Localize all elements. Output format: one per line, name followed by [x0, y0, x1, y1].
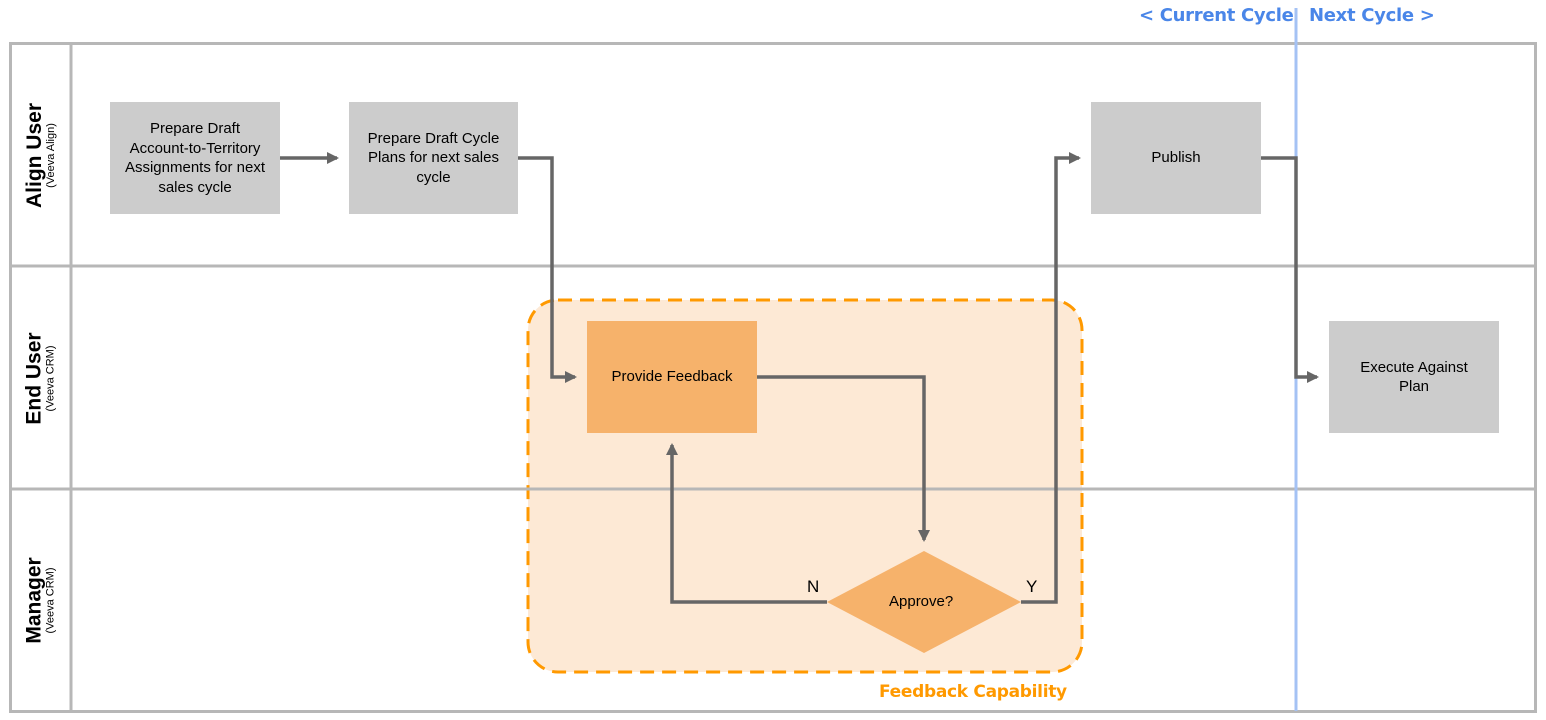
connector-publish-to-execute	[1261, 156, 1319, 383]
lane-label-manager: Manager (Veeva CRM)	[10, 491, 71, 710]
lane-role: Manager	[23, 557, 47, 644]
step-publish: Publish	[1091, 102, 1261, 214]
step-draft-cycle-plans: Prepare Draft Cycle Plans for next sales…	[349, 102, 518, 214]
feedback-capability-label: Feedback Capability	[879, 682, 1067, 702]
lane-role: Align User	[23, 102, 46, 208]
lane-system: (Veeva CRM)	[45, 567, 58, 634]
no-branch-label: N	[807, 577, 820, 596]
connector-approve-no	[666, 443, 827, 604]
step-provide-feedback: Provide Feedback	[587, 321, 757, 433]
approve-decision-label: Approve?	[889, 593, 954, 610]
lane-system: (Veeva Align)	[45, 122, 57, 188]
approve-decision-diamond	[827, 551, 1021, 653]
next-cycle-label: Next Cycle >	[1309, 5, 1435, 26]
lanes-frame	[9, 42, 1537, 713]
lane-system: (Veeva CRM)	[45, 344, 58, 412]
lane-role: End User	[23, 331, 47, 425]
connector-plans-to-feedback	[518, 156, 577, 383]
step-draft-assignments: Prepare Draft Account-to-Territory Assig…	[110, 102, 280, 214]
yes-branch-label: Y	[1026, 577, 1038, 596]
connector-approve-yes	[1021, 152, 1081, 604]
lane-label-align-user: Align User (Veeva Align)	[10, 45, 71, 265]
current-cycle-label: < Current Cycle	[1139, 5, 1294, 26]
step-execute-against-plan: Execute Against Plan	[1329, 321, 1499, 433]
lane-label-end-user: End User (Veeva CRM)	[10, 268, 71, 488]
connector-feedback-to-approve	[757, 375, 930, 542]
